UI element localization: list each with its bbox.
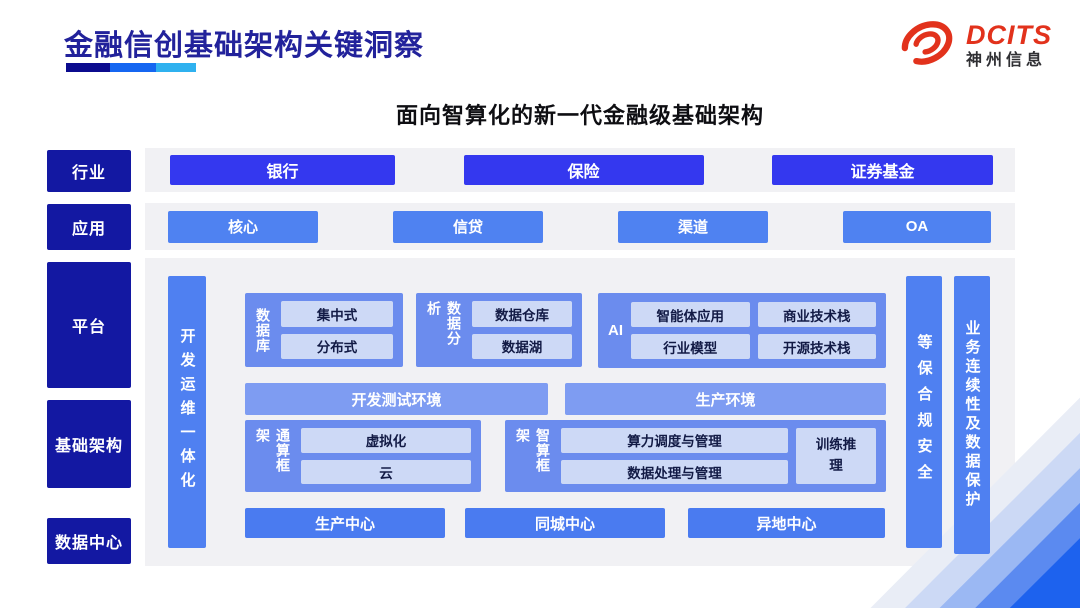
chip-data-warehouse: 数据仓库 bbox=[472, 301, 572, 327]
layer-label-datacenter: 数据中心 bbox=[47, 518, 131, 564]
industry-row: 银行 保险 证券基金 bbox=[145, 148, 1015, 192]
box-insurance: 保险 bbox=[463, 155, 704, 185]
bar-devops-integration: 开发运维一体化 bbox=[168, 276, 206, 548]
slide-title: 金融信创基础架构关键洞察 bbox=[64, 30, 425, 62]
bar-compliance-security: 等保合规安全 bbox=[906, 276, 942, 548]
chip-commercial-stack: 商业技术栈 bbox=[757, 302, 876, 327]
chip-industry-models: 行业模型 bbox=[631, 334, 750, 359]
group-data-analytics: 数据分析 数据仓库 数据湖 bbox=[416, 293, 582, 367]
box-core: 核心 bbox=[168, 210, 318, 243]
layer-label-industry: 行业 bbox=[47, 150, 131, 192]
group-intelligent-computing-label: 智算框架 bbox=[515, 428, 551, 473]
chip-agent-apps: 智能体应用 bbox=[631, 302, 750, 327]
group-database-label: 数据库 bbox=[255, 307, 271, 353]
group-general-computing-label: 通算框架 bbox=[255, 428, 291, 473]
group-database: 数据库 集中式 分布式 bbox=[245, 293, 403, 367]
chip-data-lake: 数据湖 bbox=[472, 333, 572, 359]
accent-segment-cyan bbox=[156, 63, 196, 72]
logo-brand: DCITS bbox=[966, 20, 1052, 50]
box-securities-funds: 证券基金 bbox=[772, 155, 993, 185]
chip-data-processing: 数据处理与管理 bbox=[561, 459, 788, 484]
box-remote-center: 异地中心 bbox=[688, 508, 885, 538]
chip-open-source-stack: 开源技术栈 bbox=[757, 334, 876, 359]
group-general-computing: 通算框架 虚拟化 云 bbox=[245, 420, 481, 492]
application-row: 核心 信贷 渠道 OA bbox=[145, 203, 1015, 250]
chip-virtualization: 虚拟化 bbox=[301, 428, 471, 453]
layer-label-platform: 平台 bbox=[47, 262, 131, 388]
accent-segment-dark bbox=[66, 63, 110, 72]
box-channel: 渠道 bbox=[618, 210, 768, 243]
chip-cloud: 云 bbox=[301, 459, 471, 484]
box-oa: OA bbox=[843, 210, 991, 243]
diagram-subtitle: 面向智算化的新一代金融级基础架构 bbox=[395, 103, 764, 128]
box-credit: 信贷 bbox=[393, 210, 543, 243]
bar-business-continuity: 业务连续性及数据保护 bbox=[954, 276, 990, 554]
chip-distributed: 分布式 bbox=[281, 333, 393, 359]
box-dev-test-environment: 开发测试环境 bbox=[245, 383, 548, 415]
title-accent-bar bbox=[66, 63, 196, 72]
logo-company: 神州信息 bbox=[966, 52, 1047, 69]
group-intelligent-computing: 智算框架 算力调度与管理 数据处理与管理 训练推理 bbox=[505, 420, 886, 492]
group-ai-label: AI bbox=[608, 322, 623, 339]
group-ai: AI 智能体应用 商业技术栈 行业模型 开源技术栈 bbox=[598, 293, 886, 368]
logo-swirl-icon bbox=[898, 16, 956, 75]
chip-compute-scheduling: 算力调度与管理 bbox=[561, 428, 788, 453]
layer-label-application: 应用 bbox=[47, 204, 131, 250]
box-bank: 银行 bbox=[170, 155, 395, 185]
chip-centralized: 集中式 bbox=[281, 301, 393, 327]
box-same-city-center: 同城中心 bbox=[465, 508, 665, 538]
accent-segment-blue bbox=[110, 63, 156, 72]
box-production-center: 生产中心 bbox=[245, 508, 445, 538]
box-production-environment: 生产环境 bbox=[565, 383, 886, 415]
dcits-logo: DCITS 神州信息 bbox=[898, 16, 1052, 75]
chip-training-inference: 训练推理 bbox=[796, 428, 876, 484]
group-data-analytics-label: 数据分析 bbox=[426, 301, 462, 346]
layer-label-infrastructure: 基础架构 bbox=[47, 400, 131, 488]
